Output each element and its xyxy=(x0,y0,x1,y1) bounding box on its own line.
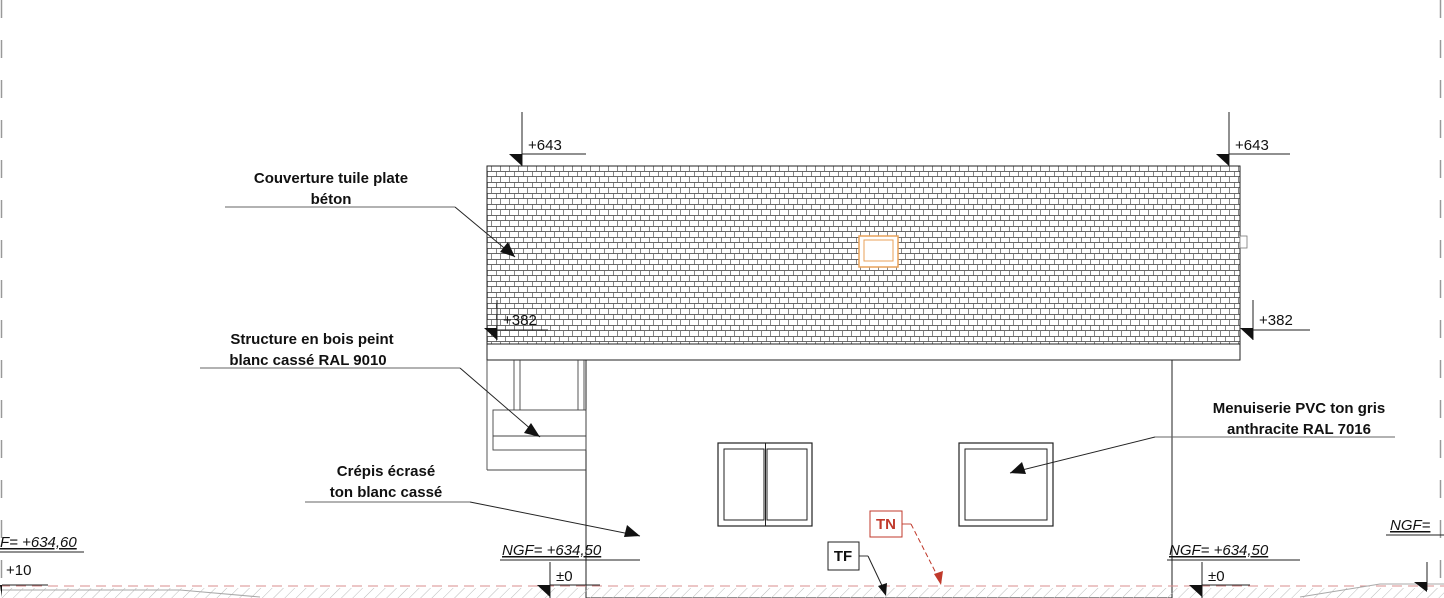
offsite-level-left: +10 xyxy=(6,562,31,579)
level-marker-eave-right xyxy=(1240,300,1310,340)
level-marker-offsite-right xyxy=(1414,562,1428,592)
tf-label: TF xyxy=(834,548,852,565)
ngf-right: NGF= +634,50 xyxy=(1169,542,1269,559)
structure-label-line2: blanc cassé RAL 9010 xyxy=(229,352,386,369)
ngf-center: NGF= +634,50 xyxy=(502,542,602,559)
level-marker-floor-left xyxy=(537,562,600,598)
wood-structure xyxy=(486,360,587,471)
terrain-left xyxy=(0,589,261,598)
leader-joinery xyxy=(1009,436,1395,474)
tf-marker xyxy=(827,541,887,596)
ngf-right-edge: NGF= xyxy=(1390,517,1431,534)
level-marker-eave-left xyxy=(484,300,548,340)
roof-label-line2: béton xyxy=(311,191,352,208)
joinery-label-line1: Menuiserie PVC ton gris xyxy=(1213,400,1386,417)
render-label-line2: ton blanc cassé xyxy=(330,484,443,501)
roof-vent xyxy=(1239,235,1248,249)
skylight-glass xyxy=(863,239,894,262)
level-marker-ridge-right xyxy=(1216,112,1290,166)
level-marker-offsite-left xyxy=(0,584,48,597)
render-label-line1: Crépis écrasé xyxy=(337,463,435,480)
ridge-level-right: +643 xyxy=(1235,137,1269,154)
window-fixed xyxy=(958,442,1054,527)
floor-level-left: ±0 xyxy=(556,568,573,585)
ground-hatch xyxy=(0,588,1444,598)
floor-level-right: ±0 xyxy=(1208,568,1225,585)
roof-label-line1: Couverture tuile plate xyxy=(254,170,408,187)
leader-render xyxy=(305,501,641,537)
house-wall xyxy=(585,359,1173,598)
eave-level-right: +382 xyxy=(1259,312,1293,329)
ngf-left-edge: F= +634,60 xyxy=(0,534,77,551)
leader-roof xyxy=(225,206,516,258)
leader-structure xyxy=(200,367,541,438)
tn-label: TN xyxy=(876,516,896,533)
level-marker-ridge-left xyxy=(509,112,586,166)
level-marker-floor-right xyxy=(1189,562,1250,598)
tn-marker xyxy=(869,510,943,585)
joinery-label-line2: anthracite RAL 7016 xyxy=(1227,421,1371,438)
eave-level-left: +382 xyxy=(503,312,537,329)
window-double xyxy=(717,442,813,527)
structure-label-line1: Structure en bois peint xyxy=(230,331,393,348)
gutter-fascia xyxy=(486,343,1241,361)
ridge-level-left: +643 xyxy=(528,137,562,154)
